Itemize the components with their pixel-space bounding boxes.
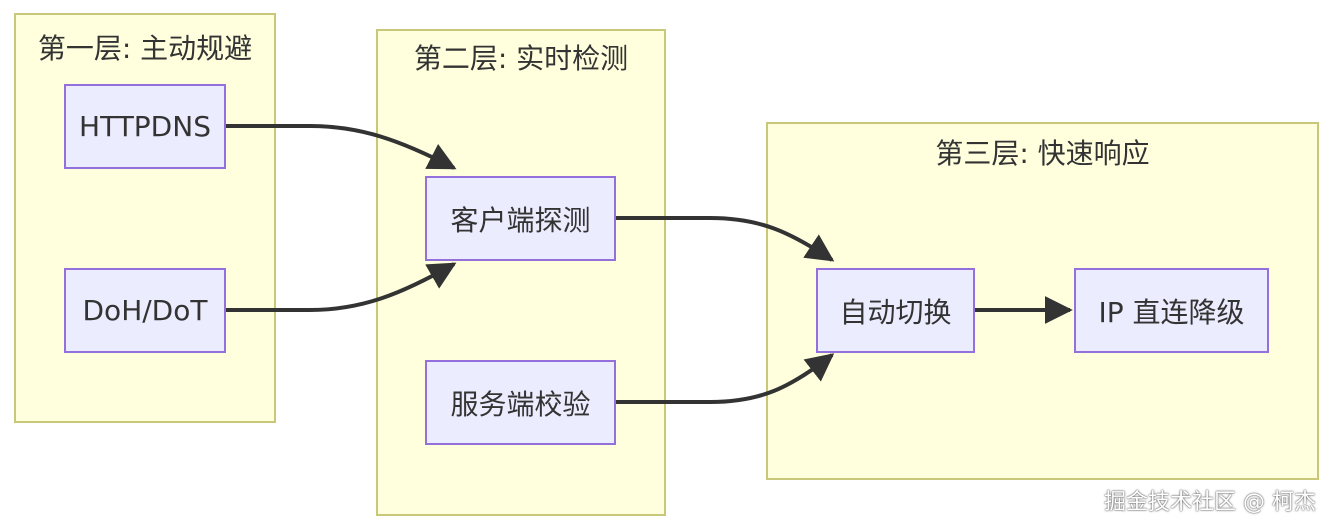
node-server-verify: 服务端校验 xyxy=(425,360,616,445)
node-client-probe: 客户端探测 xyxy=(425,176,616,261)
layer-1-cluster: 第一层: 主动规避 xyxy=(14,13,276,423)
layer-1-title: 第一层: 主动规避 xyxy=(37,32,253,65)
layer-3-title: 第三层: 快速响应 xyxy=(935,137,1150,170)
node-httpdns: HTTPDNS xyxy=(64,84,226,169)
node-auto-switch: 自动切换 xyxy=(816,268,975,353)
watermark: 掘金技术社区 @ 柯杰 xyxy=(1104,490,1316,515)
node-ip-direct-fallback: IP 直连降级 xyxy=(1074,268,1269,353)
layer-2-title: 第二层: 实时检测 xyxy=(413,42,629,75)
node-doh-dot: DoH/DoT xyxy=(64,268,226,353)
